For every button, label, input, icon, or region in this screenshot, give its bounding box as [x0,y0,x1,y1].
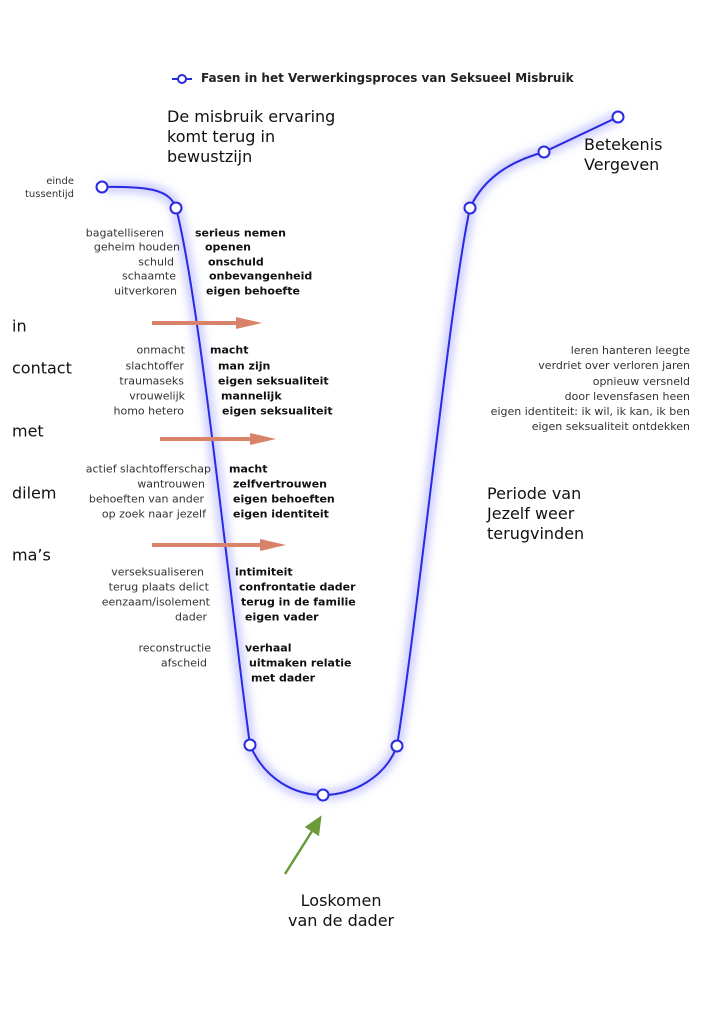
arrow-1 [152,317,262,329]
pair-from: verseksualiseren [111,565,204,579]
pointer-arrow-line [283,827,316,875]
pair-to: onbevangenheid [209,269,313,283]
stage-meaning: Betekenis Vergeven [584,135,662,175]
stage-return: De misbruik ervaring komt terug in bewus… [167,107,335,167]
pair-from: afscheid [160,656,207,670]
pair-from: schuld [138,255,174,269]
stage-start-line: einde [46,176,74,187]
arrow-2 [160,433,276,445]
side-word: ma’s [12,545,51,565]
list-item: eigen seksualiteit ontdekken [531,420,690,434]
pair-from: schaamte [121,269,176,283]
pair-to: eigen seksualiteit [222,404,333,418]
pair-from: vrouwelijk [129,389,185,403]
legend-marker [177,74,187,84]
list-item: verdriet over verloren jaren [538,359,690,373]
list-item: opnieuw versneld [592,374,690,388]
node-bottom-right [390,739,404,753]
list-item: door levensfasen heen [564,389,690,403]
pair-from: uitverkoren [114,284,177,298]
stage-meaning-line: Vergeven [584,155,660,174]
pair-from: actief slachtofferschap [85,462,211,476]
pair-to: macht [229,462,268,476]
node-bottom-left [243,738,257,752]
process-curve [101,116,619,797]
pair-from: slachtoffer [125,359,184,373]
pair-to: confrontatie dader [239,580,356,594]
rediscover-list: leren hanteren leegte verdriet over verl… [491,343,690,435]
pair-from: bagatelliseren [85,226,164,240]
stage-rediscover-line: Periode van [487,484,582,503]
node-betekenis [537,145,551,159]
stage-return-line: bewustzijn [167,147,253,166]
stage-rediscover-line: Jezelf weer [487,504,575,523]
pointer-arrow-head [304,815,322,837]
pair-from: behoeften van ander [88,492,204,506]
pair-to: openen [205,240,252,254]
stage-rediscover: Periode van Jezelf weer terugvinden [487,484,584,544]
side-word: met [12,421,44,441]
side-word: in [12,316,27,336]
pair-to: eigen vader [245,610,319,624]
pair-from: reconstructie [138,641,211,655]
stage-return-line: De misbruik ervaring [167,107,336,126]
pair-to: onschuld [208,255,264,269]
pair-from: homo hetero [113,404,184,418]
pair-from: geheim houden [93,240,180,254]
stage-bottom: Loskomen van de dader [288,891,394,931]
pair-to: man zijn [218,359,271,373]
arrow-3 [152,539,286,551]
node-bewustzijn [169,201,183,215]
stage-meaning-line: Betekenis [584,135,663,154]
pair-to: macht [210,343,249,357]
pair-to: mannelijk [221,389,282,403]
list-item: eigen identiteit: ik wil, ik kan, ik ben [490,405,690,419]
side-word: contact [12,358,72,378]
pair-to: verhaal [245,641,292,655]
pair-from: terug plaats delict [108,580,209,594]
node-loskomen [316,788,330,802]
side-word: dilem [12,483,57,503]
pair-from: eenzaam/isolement [101,595,210,609]
pair-from: wantrouwen [137,477,205,491]
pair-from: op zoek naar jezelf [101,507,206,521]
pair-to: eigen behoefte [206,284,300,298]
stage-bottom-line: van de dader [288,911,395,930]
pair-to: met dader [251,671,316,685]
pair-to: uitmaken relatie [249,656,352,670]
list-item: leren hanteren leegte [570,344,690,357]
stage-return-line: komt terug in [167,127,276,146]
node-terugvinden [463,201,477,215]
pair-to: terug in de familie [241,595,356,609]
stage-rediscover-line: terugvinden [487,524,585,543]
stage-start: einde tussentijd [25,175,74,201]
pair-from: dader [175,610,207,624]
pair-to: zelfvertrouwen [233,477,327,491]
pair-to: eigen behoeften [233,492,335,506]
node-einde-tussentijd [95,180,109,194]
legend-label: Fasen in het Verwerkingsproces van Seksu… [201,71,574,85]
pair-to: eigen seksualiteit [218,374,329,388]
pair-from: traumaseks [119,374,184,388]
pair-from: onmacht [136,343,186,357]
stage-bottom-line: Loskomen [300,891,382,910]
node-vergeven [611,110,625,124]
pair-to: intimiteit [235,565,293,579]
pair-to: eigen identiteit [233,507,329,521]
pair-to: serieus nemen [195,226,286,240]
stage-start-line: tussentijd [25,189,74,200]
